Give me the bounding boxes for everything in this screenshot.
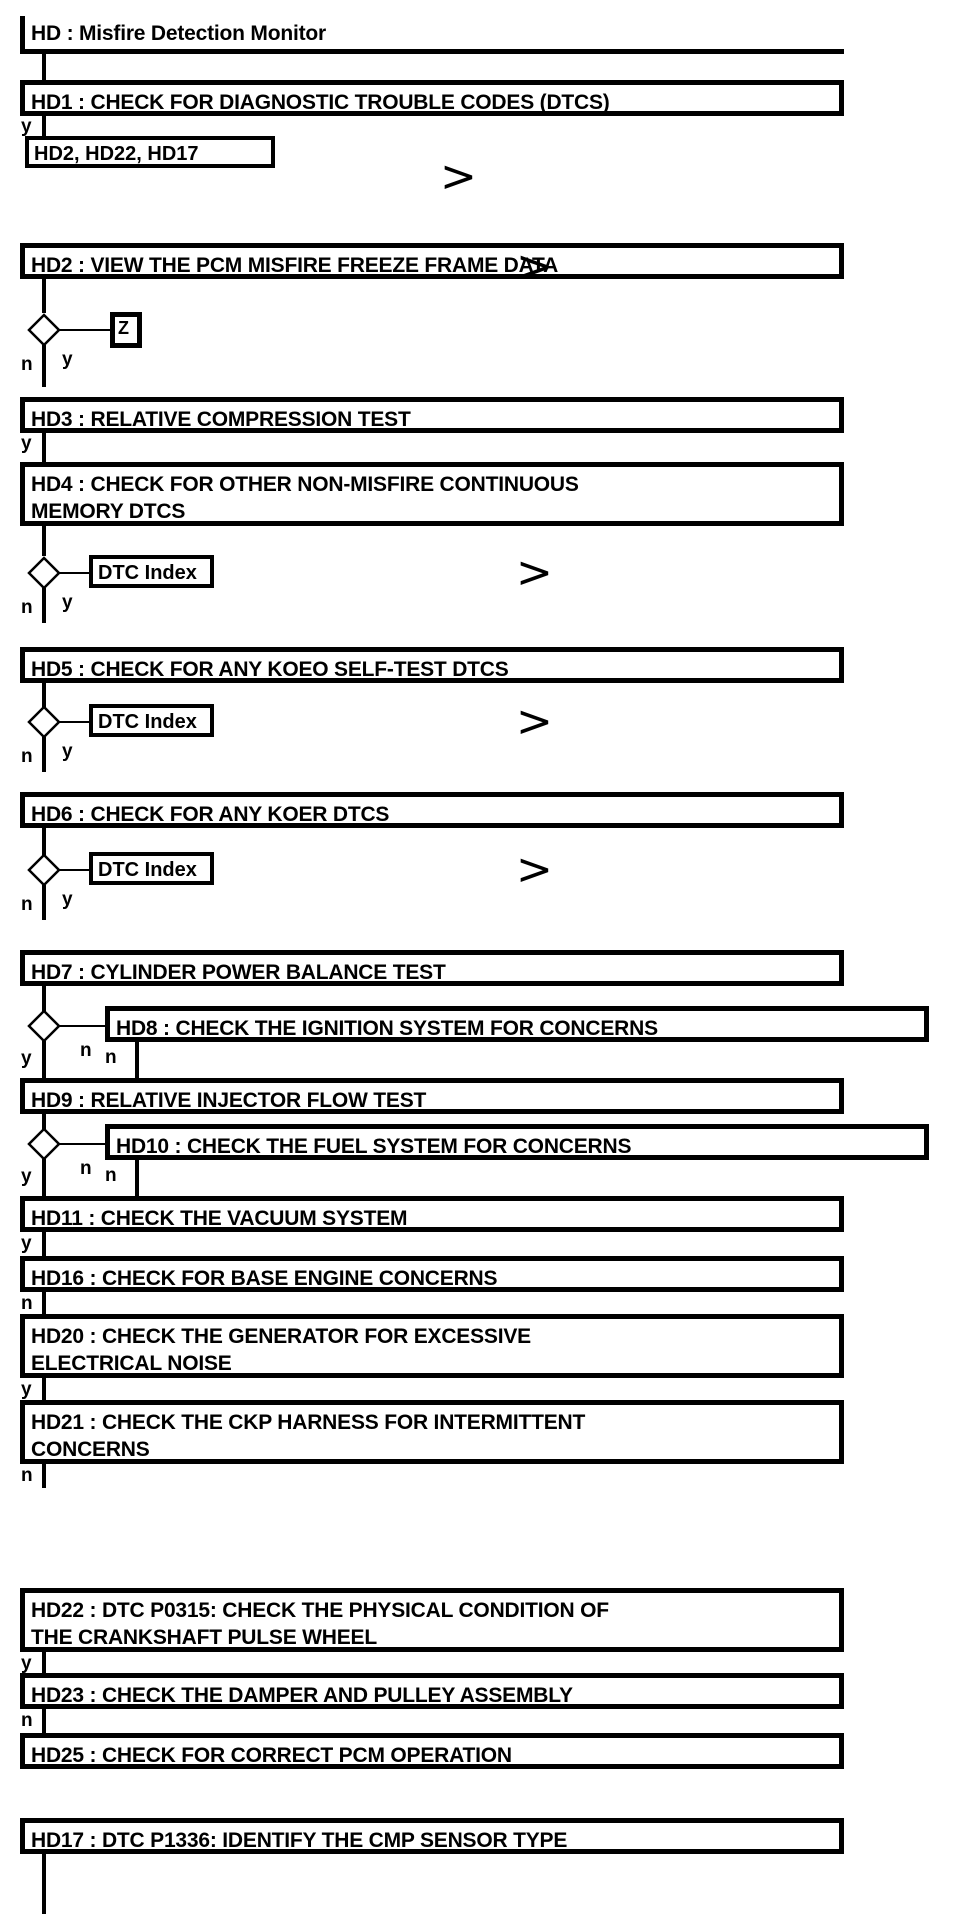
decision-after-hd7[interactable]	[27, 1009, 61, 1043]
node-hd20[interactable]: HD20 : CHECK THE GENERATOR FOR EXCESSIVE…	[20, 1314, 844, 1378]
edge-label-hd5-y: y	[62, 741, 73, 762]
connector-hd5-decision-to-dtcindex	[59, 721, 114, 723]
offpage-marker-4-icon: >	[516, 696, 553, 747]
offpage-marker-1-icon: >	[440, 151, 477, 202]
edge-label-hd1-y: y	[21, 116, 32, 137]
edge-label-hd16-n: n	[21, 1293, 33, 1314]
connector-hd11-to-hd16	[42, 1232, 46, 1256]
edge-label-hd4-n: n	[21, 597, 33, 618]
edge-label-hd9-y: y	[21, 1166, 32, 1187]
ref-dtc-index-3[interactable]: DTC Index	[89, 852, 214, 885]
edge-label-hd21-n: n	[21, 1465, 33, 1486]
connector-hd2-decision-to-z	[59, 329, 112, 331]
connector-hd21-to-hd22	[42, 1464, 46, 1488]
node-hd[interactable]: HD : Misfire Detection Monitor	[20, 16, 844, 54]
connector-hd2-to-decision	[42, 279, 46, 313]
connector-hd-to-hd1	[42, 54, 46, 82]
connector-hd6-decision-to-hd7	[42, 885, 46, 920]
node-hd5[interactable]: HD5 : CHECK FOR ANY KOEO SELF-TEST DTCS	[20, 647, 844, 683]
edge-label-hd10-n: n	[105, 1165, 117, 1186]
edge-label-hd5-n: n	[21, 746, 33, 767]
ref-dtc-index-2[interactable]: DTC Index	[89, 704, 214, 737]
node-hd4[interactable]: HD4 : CHECK FOR OTHER NON-MISFIRE CONTIN…	[20, 462, 844, 526]
connector-hd10-n-down	[135, 1160, 139, 1200]
connector-hd4-decision-to-hd5	[42, 588, 46, 623]
offpage-marker-3-icon: >	[516, 547, 553, 598]
node-hd21[interactable]: HD21 : CHECK THE CKP HARNESS FOR INTERMI…	[20, 1400, 844, 1464]
node-hd1[interactable]: HD1 : CHECK FOR DIAGNOSTIC TROUBLE CODES…	[20, 80, 844, 116]
edge-label-hd11-y: y	[21, 1233, 32, 1254]
edge-label-hd2-n: n	[21, 354, 33, 375]
connector-hd22-to-hd23	[42, 1652, 46, 1676]
connector-hd20-to-hd21	[42, 1378, 46, 1402]
connector-hd17-out	[42, 1854, 46, 1914]
connector-hd4-decision-to-dtcindex	[59, 572, 114, 574]
edge-label-hd20-y: y	[21, 1379, 32, 1400]
node-hd2[interactable]: HD2 : VIEW THE PCM MISFIRE FREEZE FRAME …	[20, 243, 844, 279]
offpage-marker-5-icon: >	[516, 844, 553, 895]
node-hd3[interactable]: HD3 : RELATIVE COMPRESSION TEST	[20, 397, 844, 433]
edge-label-hd23-n: n	[21, 1710, 33, 1731]
edge-label-hd3-y: y	[21, 433, 32, 454]
connector-hd6-decision-to-dtcindex	[59, 869, 114, 871]
decision-after-hd2[interactable]	[27, 313, 61, 347]
node-hd8[interactable]: HD8 : CHECK THE IGNITION SYSTEM FOR CONC…	[105, 1006, 929, 1042]
connector-hd9-decision-to-hd10	[59, 1143, 109, 1145]
edge-label-hd22-y: y	[21, 1653, 32, 1674]
edge-label-hd2-y: y	[62, 349, 73, 370]
decision-after-hd4[interactable]	[27, 456, 61, 490]
edge-label-hd6-n: n	[21, 894, 33, 915]
decision-after-hd6[interactable]	[27, 853, 61, 887]
decision-after-hd5[interactable]	[27, 705, 61, 739]
connector-hd7-decision-to-hd8	[59, 1025, 109, 1027]
node-hd22[interactable]: HD22 : DTC P0315: CHECK THE PHYSICAL CON…	[20, 1588, 844, 1652]
connector-hd4-to-decision	[42, 526, 46, 556]
connector-hd16-to-hd20	[42, 1292, 46, 1316]
node-hd11[interactable]: HD11 : CHECK THE VACUUM SYSTEM	[20, 1196, 844, 1232]
edge-label-hd6-y: y	[62, 889, 73, 910]
node-hd17[interactable]: HD17 : DTC P1336: IDENTIFY THE CMP SENSO…	[20, 1818, 844, 1854]
decision-after-hd9[interactable]	[27, 1127, 61, 1161]
node-hd25[interactable]: HD25 : CHECK FOR CORRECT PCM OPERATION	[20, 1733, 844, 1769]
connector-hd6-to-decision	[42, 828, 46, 858]
connector-hd7-to-decision	[42, 986, 46, 1014]
connector-hd9-decision-y-down	[42, 1159, 46, 1200]
node-hd23[interactable]: HD23 : CHECK THE DAMPER AND PULLEY ASSEM…	[20, 1673, 844, 1709]
edge-label-hd8-n: n	[105, 1047, 117, 1068]
offpage-marker-2-icon: >	[516, 241, 553, 292]
connector-hd1-to-ref1	[42, 116, 46, 138]
node-hd7[interactable]: HD7 : CYLINDER POWER BALANCE TEST	[20, 950, 844, 986]
node-hd9[interactable]: HD9 : RELATIVE INJECTOR FLOW TEST	[20, 1078, 844, 1114]
edge-label-hd7-y: y	[21, 1048, 32, 1069]
connector-hd8-n-down	[135, 1042, 139, 1082]
edge-label-hd7-n: n	[80, 1040, 92, 1061]
edge-label-hd4-y: y	[62, 592, 73, 613]
ref-hd2-hd22-hd17[interactable]: HD2, HD22, HD17	[25, 136, 275, 168]
connector-hd2-decision-to-hd3	[42, 345, 46, 387]
node-hd6[interactable]: HD6 : CHECK FOR ANY KOER DTCS	[20, 792, 844, 828]
ref-z[interactable]: Z	[110, 312, 142, 348]
connector-hd7-decision-y-down	[42, 1041, 46, 1082]
connector-hd23-to-hd25	[42, 1709, 46, 1733]
node-hd16[interactable]: HD16 : CHECK FOR BASE ENGINE CONCERNS	[20, 1256, 844, 1292]
connector-hd5-decision-to-hd6	[42, 737, 46, 772]
edge-label-hd9-n: n	[80, 1158, 92, 1179]
connector-hd5-to-decision	[42, 683, 46, 713]
connector-hd3-to-hd4	[42, 433, 46, 462]
decision-hd4-visible[interactable]	[27, 556, 61, 590]
ref-dtc-index-1[interactable]: DTC Index	[89, 555, 214, 588]
node-hd10[interactable]: HD10 : CHECK THE FUEL SYSTEM FOR CONCERN…	[105, 1124, 929, 1160]
